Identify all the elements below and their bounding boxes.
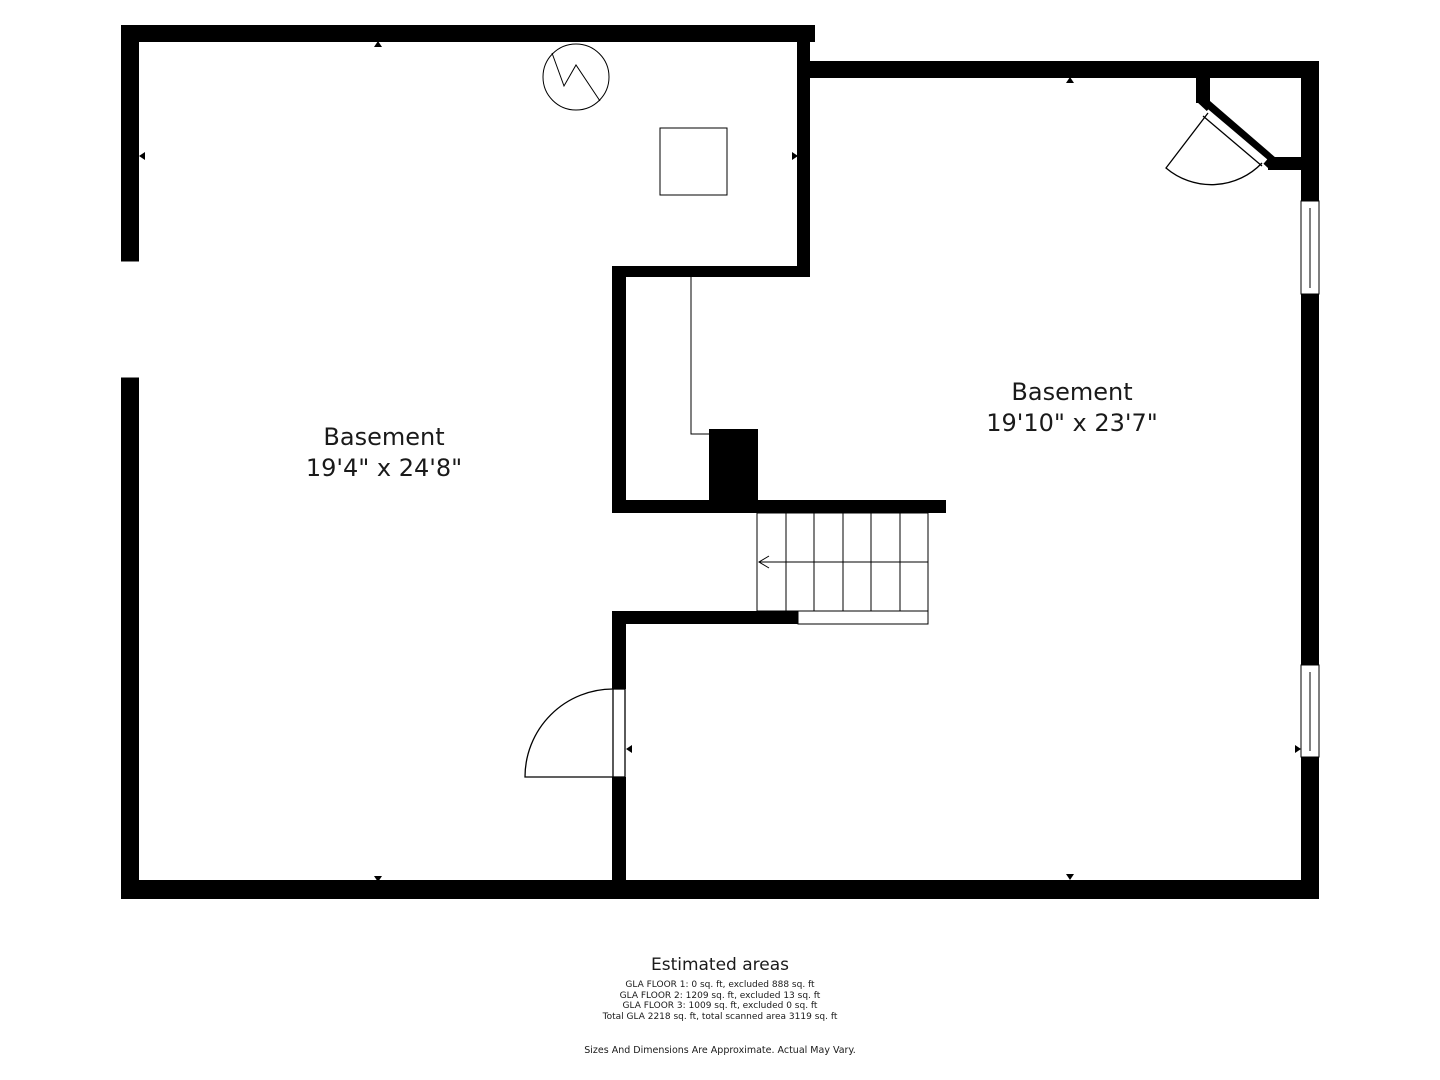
wall-bottom — [121, 880, 1319, 899]
stairs — [756, 512, 929, 625]
wall-left-room-top — [121, 25, 815, 42]
wall-right-room-top — [798, 61, 1319, 78]
walls — [121, 25, 1319, 899]
room-name-right: Basement — [1011, 378, 1132, 406]
closet-wall-vertical — [1196, 61, 1210, 103]
wall-partition-lower-b — [612, 777, 626, 899]
wall-partition-lower-a — [612, 611, 626, 689]
wall-partition-upper — [797, 25, 810, 277]
area-line-total: Total GLA 2218 sq. ft, total scanned are… — [602, 1011, 838, 1022]
door-swing-closet — [1165, 112, 1263, 186]
stairs-arrow — [758, 555, 770, 569]
area-line-floor-3: GLA FLOOR 3: 1009 sq. ft, excluded 0 sq.… — [622, 1001, 818, 1011]
wall-partition-notch-left — [612, 266, 626, 513]
area-line-floor-2: GLA FLOOR 2: 1209 sq. ft, excluded 13 sq… — [619, 990, 821, 1001]
door-panel-lower — [612, 688, 626, 778]
windows — [121, 200, 1320, 758]
estimated-areas-list: GLA FLOOR 1: 0 sq. ft, excluded 888 sq. … — [0, 980, 1440, 1022]
area-line-floor-1: GLA FLOOR 1: 0 sq. ft, excluded 888 sq. … — [625, 980, 815, 990]
wall-left-lower — [121, 378, 139, 899]
door-swing-lower — [524, 688, 614, 778]
water-heater — [542, 43, 610, 111]
furnace — [659, 127, 728, 196]
water-heater-zigzag — [551, 52, 601, 102]
room-dimensions-left: 19'4" x 24'8" — [306, 454, 462, 482]
wall-stair-top — [612, 500, 946, 513]
chimney-block — [709, 429, 758, 513]
wall-partition-notch-top — [612, 266, 810, 277]
wall-right-seg-1 — [1301, 61, 1319, 201]
estimated-areas-title: Estimated areas — [650, 955, 790, 975]
disclaimer: Sizes And Dimensions Are Approximate. Ac… — [584, 1045, 856, 1056]
doors — [524, 107, 1270, 778]
dimension-markers — [139, 41, 1301, 882]
wall-right-seg-3 — [1301, 757, 1319, 899]
stairs-landing-sill — [797, 610, 929, 625]
room-name-left: Basement — [323, 423, 444, 451]
closet-wall-horizontal — [1268, 157, 1319, 170]
wall-right-seg-2 — [1301, 294, 1319, 665]
fixtures — [542, 43, 728, 435]
door-panel-closet — [1203, 109, 1268, 165]
wall-left-upper — [121, 25, 139, 261]
flue-pipe — [690, 277, 710, 435]
room-dimensions-right: 19'10" x 23'7" — [986, 409, 1158, 437]
wall-stair-bottom — [612, 611, 798, 624]
